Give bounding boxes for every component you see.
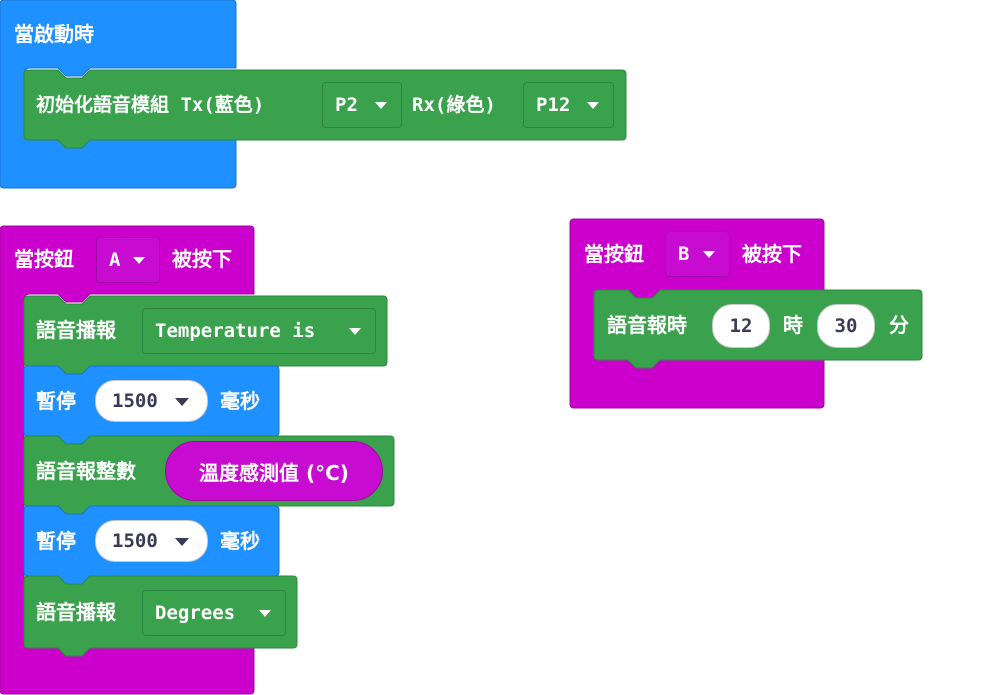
button-a-value: A	[109, 249, 121, 271]
button-b-prefix-label: 當按鈕	[584, 242, 644, 266]
chevron-down-icon	[259, 610, 271, 617]
chevron-down-icon	[175, 538, 189, 546]
pause-duration-dropdown-2[interactable]: 1500	[95, 520, 208, 562]
tx-pin-value: P2	[335, 94, 358, 116]
pause-duration-value-1: 1500	[112, 390, 158, 412]
button-a-suffix-label: 被按下	[172, 247, 232, 271]
minute-unit-label: 分	[889, 313, 909, 337]
hour-input[interactable]: 12	[712, 304, 770, 348]
chevron-down-icon	[133, 257, 145, 264]
pause-unit-label-1: 毫秒	[220, 389, 260, 413]
pause-unit-label-2: 毫秒	[220, 529, 260, 553]
pause-label-2: 暫停	[36, 529, 76, 553]
tx-pin-dropdown[interactable]: P2	[322, 82, 402, 128]
rx-pin-value: P12	[536, 94, 571, 116]
rx-pin-dropdown[interactable]: P12	[523, 82, 614, 128]
speak-integer-label: 語音報整數	[36, 459, 136, 483]
pause-label-1: 暫停	[36, 389, 76, 413]
rx-label: Rx(綠色)	[412, 94, 496, 116]
hour-unit-label: 時	[783, 313, 803, 337]
temperature-reporter-label: 溫度感測值 (°C)	[199, 460, 349, 485]
button-b-suffix-label: 被按下	[742, 242, 802, 266]
on-start-label: 當啟動時	[14, 22, 94, 46]
pause-duration-value-2: 1500	[112, 530, 158, 552]
button-b-value: B	[678, 243, 690, 265]
pause-duration-dropdown-1[interactable]: 1500	[95, 380, 208, 422]
hour-value: 12	[729, 315, 753, 337]
button-a-dropdown[interactable]: A	[96, 237, 160, 283]
chevron-down-icon	[375, 102, 387, 109]
speak-text-dropdown-2[interactable]: Degrees	[142, 590, 286, 636]
init-voice-module-label: 初始化語音模組 Tx(藍色)	[36, 94, 265, 116]
speak-label-1: 語音播報	[36, 318, 116, 342]
speak-time-label: 語音報時	[607, 313, 687, 337]
chevron-down-icon	[175, 398, 189, 406]
temperature-reporter[interactable]: 溫度感測值 (°C)	[165, 441, 383, 501]
button-a-prefix-label: 當按鈕	[14, 247, 74, 271]
minute-value: 30	[834, 315, 858, 337]
button-b-dropdown[interactable]: B	[665, 231, 730, 277]
minute-input[interactable]: 30	[817, 304, 875, 348]
speak-label-2: 語音播報	[36, 600, 116, 624]
chevron-down-icon	[703, 251, 715, 258]
speak-text-value-2: Degrees	[155, 602, 236, 624]
speak-text-value-1: Temperature is	[155, 320, 316, 342]
chevron-down-icon	[587, 102, 599, 109]
speak-text-dropdown-1[interactable]: Temperature is	[142, 308, 376, 354]
chevron-down-icon	[349, 328, 361, 335]
